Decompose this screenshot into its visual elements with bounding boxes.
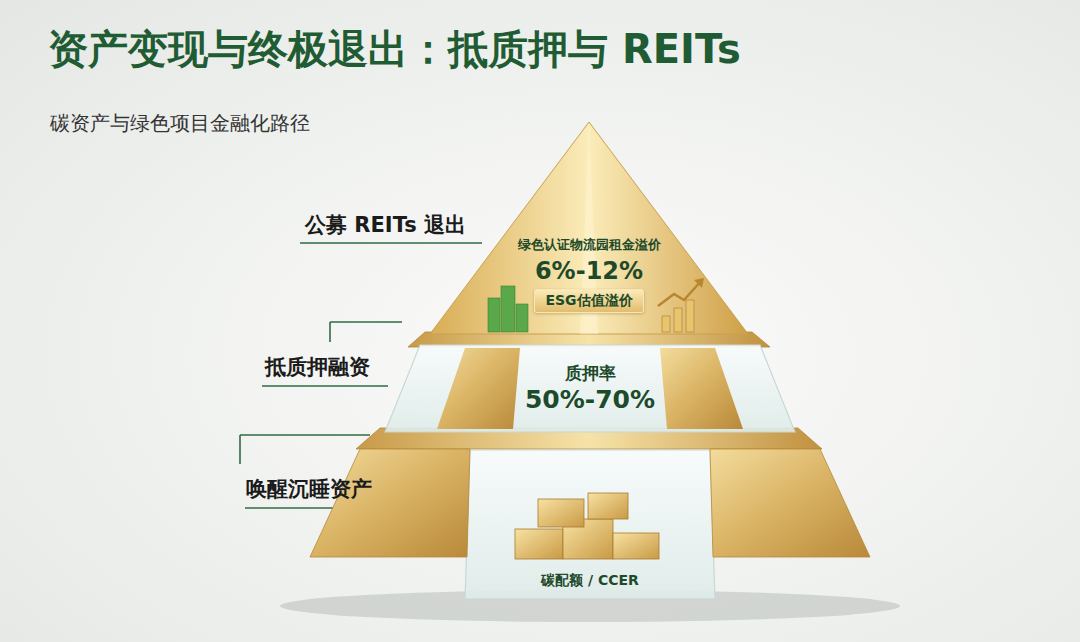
leader-line bbox=[329, 322, 331, 342]
gold-bar bbox=[613, 533, 659, 559]
leader-line bbox=[330, 321, 402, 323]
chart-bar bbox=[662, 316, 670, 332]
glass-tier bbox=[385, 345, 795, 432]
tier-label: 碳配额 / CCER bbox=[541, 572, 639, 590]
chart-bar bbox=[686, 300, 694, 332]
gold-block bbox=[710, 449, 870, 557]
stage-label: 抵质押融资 bbox=[265, 354, 370, 380]
gold-pillar bbox=[437, 348, 520, 429]
tier-value: 50%-70% bbox=[525, 384, 655, 415]
gold-bar bbox=[515, 529, 563, 559]
tier-text-group: 质押率50%-70% bbox=[523, 349, 657, 429]
page-subtitle: 碳资产与绿色项目金融化路径 bbox=[50, 110, 310, 137]
trend-arrow bbox=[658, 280, 702, 306]
growth-chart-icon bbox=[658, 278, 704, 332]
tier-text-group: 绿色认证物流园租金溢价 6%-12% ESG估值溢价 bbox=[510, 220, 668, 330]
arrow-head bbox=[694, 278, 704, 288]
tier-value: 6%-12% bbox=[535, 256, 643, 286]
leader-line bbox=[300, 242, 482, 244]
tier-label: 绿色认证物流园租金溢价 bbox=[518, 237, 661, 253]
building bbox=[501, 286, 515, 332]
tier-text-group: 碳配额 / CCER bbox=[475, 565, 705, 597]
leader-line bbox=[239, 435, 241, 464]
pyramid-base-tier: 碳配额 / CCER bbox=[310, 447, 870, 602]
gold-bar bbox=[588, 493, 628, 519]
building bbox=[516, 304, 528, 332]
leader-line bbox=[262, 385, 388, 387]
building bbox=[488, 298, 500, 332]
glass-window bbox=[465, 450, 715, 599]
page-title: 资产变现与终极退出：抵质押与 REITs bbox=[48, 22, 741, 77]
stage-label: 唤醒沉睡资产 bbox=[246, 476, 372, 502]
gold-bar bbox=[538, 499, 584, 527]
pyramid-apex-tier: 绿色认证物流园租金溢价 6%-12% ESG估值溢价 bbox=[430, 120, 748, 334]
chart-bar bbox=[674, 308, 682, 332]
stage-label: 公募 REITs 退出 bbox=[305, 212, 466, 238]
tier-value: ESG估值溢价 bbox=[534, 289, 643, 313]
pyramid-middle-tier: 质押率50%-70% bbox=[385, 345, 795, 432]
leader-line bbox=[240, 434, 370, 436]
building-icon bbox=[488, 286, 528, 332]
tier-label: 质押率 bbox=[565, 363, 616, 384]
gold-pillar bbox=[660, 348, 743, 429]
gold-block bbox=[310, 449, 470, 557]
gold-pyramid-top bbox=[430, 122, 748, 334]
gold-bars-icon bbox=[515, 493, 659, 559]
